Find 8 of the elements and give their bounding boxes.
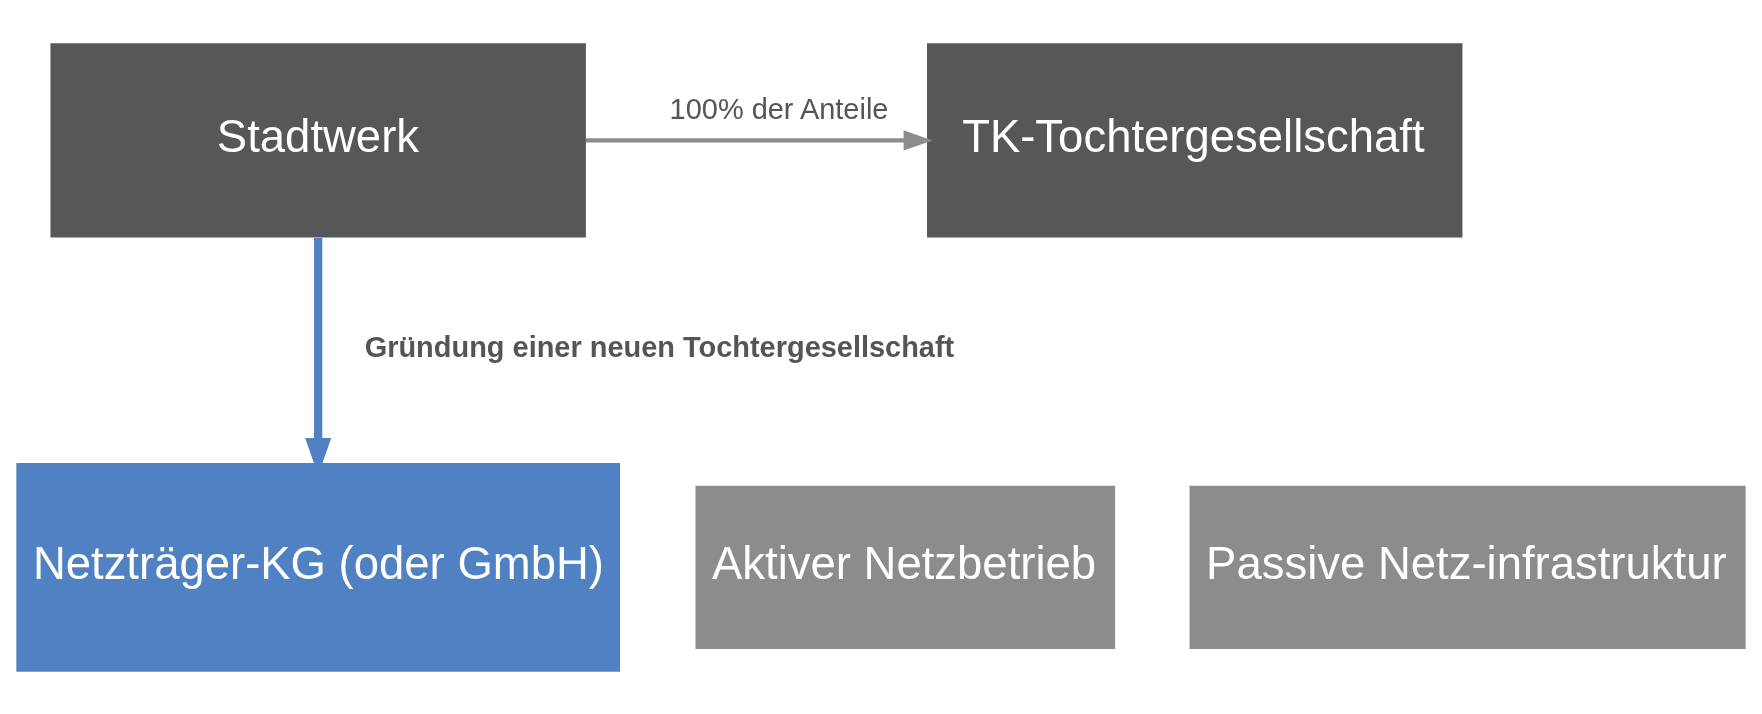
node-box: Stadtwerk [50,42,586,238]
edge-label: 100% der Anteile [669,92,889,125]
node-box: Aktiver Netzbetrieb [695,485,1116,649]
arrow [585,129,933,151]
node-box: TK-Tochtergesellschaft [927,42,1463,238]
node-box: Netzträger-KG (oder GmbH) [16,462,620,672]
edge-label: Gründung einer neuen Tochtergesellschaft [364,330,955,363]
node-box: Passive Netz-infrastruktur [1189,485,1746,649]
